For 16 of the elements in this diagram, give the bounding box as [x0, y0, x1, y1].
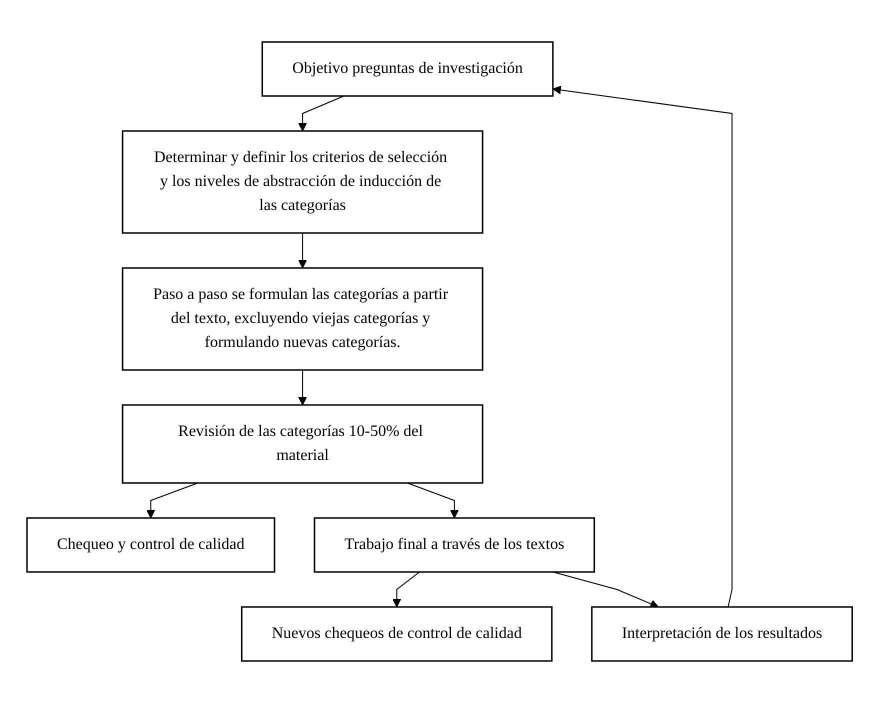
- node-box: Interpretación de los resultados: [590, 606, 853, 662]
- node-box: Determinar y definir los criterios de selección y los niveles de abstracción de inducción de las categorías: [122, 130, 484, 234]
- node-box: Objetivo preguntas de investigación: [261, 40, 554, 96]
- node-box: Chequeo y control de calidad: [26, 516, 276, 572]
- node-box: Trabajo final a través de los textos: [314, 516, 595, 572]
- arrow: [298, 369, 307, 405]
- arrow: [552, 570, 659, 608]
- arrow: [298, 232, 307, 268]
- arrow: [406, 482, 459, 518]
- arrow: [146, 482, 198, 518]
- arrow: [552, 85, 732, 607]
- arrow: [298, 95, 344, 131]
- arrow: [392, 570, 420, 607]
- node-box: Paso a paso se formulan las categorías a partir del texto, excluyendo viejas categorías y formulando nuevas categorías.: [122, 266, 484, 370]
- node-box: Revisión de las categorías 10-50% del material: [122, 404, 484, 484]
- node-box: Nuevos chequeos de control de calidad: [240, 606, 552, 662]
